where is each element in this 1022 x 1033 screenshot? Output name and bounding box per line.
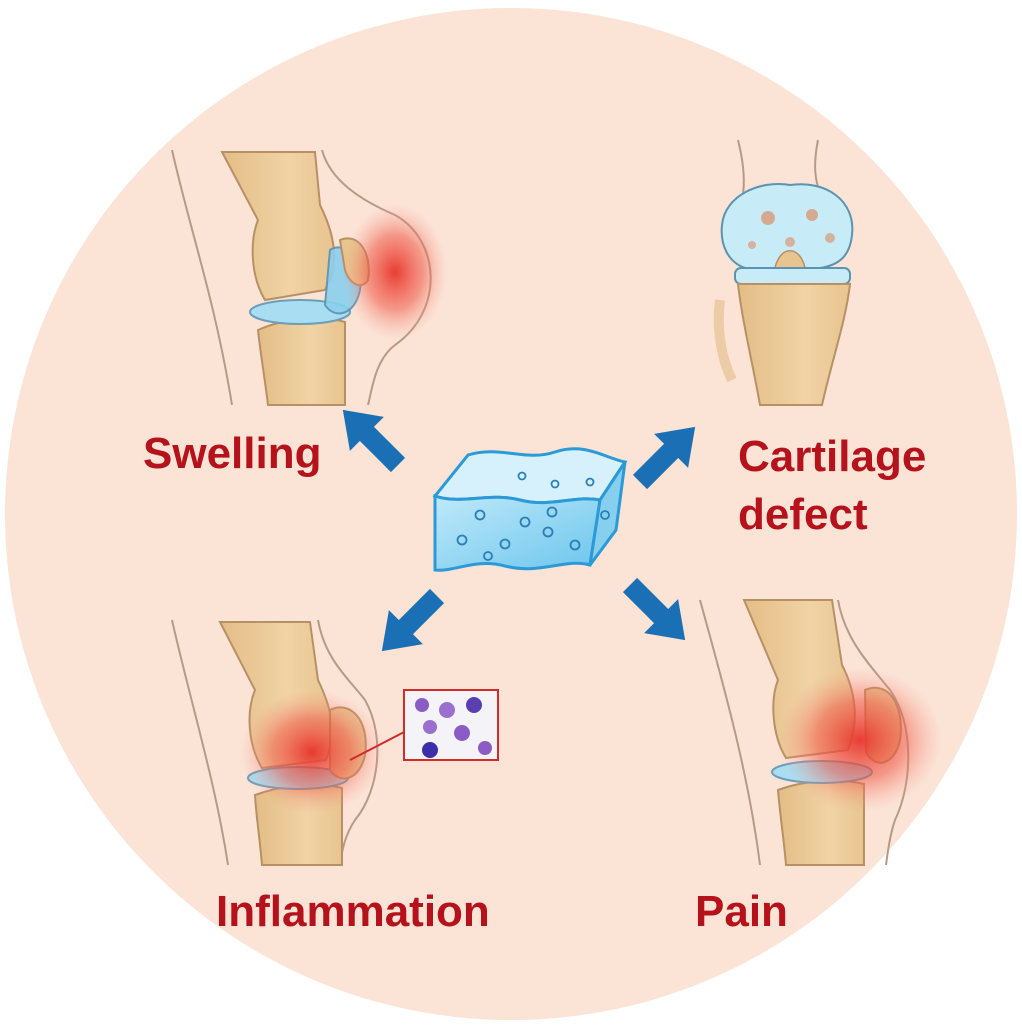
- label-cartilage-defect: Cartilage defect: [738, 428, 926, 544]
- label-swelling: Swelling: [143, 428, 321, 480]
- label-inflammation: Inflammation: [216, 886, 490, 938]
- label-pain: Pain: [695, 886, 788, 938]
- label-cartilage-line1: Cartilage: [738, 428, 926, 486]
- hydrogel-block-icon: [435, 449, 625, 570]
- label-cartilage-line2: defect: [738, 486, 926, 544]
